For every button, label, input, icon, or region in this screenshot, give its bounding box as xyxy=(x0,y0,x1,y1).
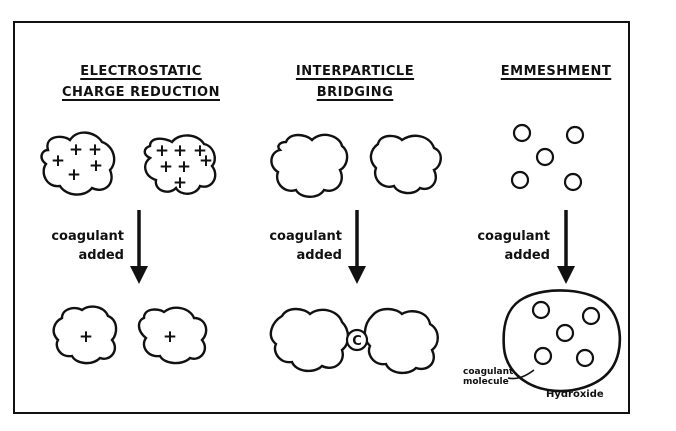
plus-charge: + xyxy=(173,141,187,161)
uncharged-particle-right xyxy=(369,134,442,195)
enmeshed-particle xyxy=(575,348,595,368)
diagram-frame xyxy=(13,21,630,414)
caption-coagulant-added-panel-3: coagulant added xyxy=(477,229,550,263)
small-particle xyxy=(535,147,555,167)
plus-charge: + xyxy=(69,140,83,160)
small-particle xyxy=(565,125,585,145)
bridged-particle-left xyxy=(269,307,350,373)
enmeshed-particle xyxy=(581,306,601,326)
bridged-particle-right xyxy=(363,307,439,375)
plus-charge: + xyxy=(51,151,65,171)
charged-particle-right xyxy=(143,134,217,195)
reduced-particle-left xyxy=(52,305,118,365)
plus-charge: + xyxy=(155,141,169,161)
arrow-head-panel-1 xyxy=(130,266,148,284)
plus-charge: + xyxy=(177,157,191,177)
molecule-pointer xyxy=(507,369,535,380)
enmeshed-particle xyxy=(533,346,553,366)
hydroxide-label: Hydroxide xyxy=(546,389,604,400)
title-electrostatic-charge-reduction: ELECTROSTATIC CHARGE REDUCTION xyxy=(62,64,220,100)
title-interparticle-bridging: INTERPARTICLE BRIDGING xyxy=(295,64,415,100)
small-particle xyxy=(512,123,532,143)
caption-coagulant-added-panel-2: coagulant added xyxy=(269,229,342,263)
caption-coagulant-added-panel-1: coagulant added xyxy=(51,229,124,263)
plus-charge: + xyxy=(173,173,187,193)
plus-charge: + xyxy=(193,141,207,161)
uncharged-particle-left xyxy=(270,133,349,198)
plus-charge: + xyxy=(79,327,93,347)
small-particle xyxy=(510,170,530,190)
arrow-head-panel-3 xyxy=(557,266,575,284)
reduced-particle-right xyxy=(137,306,208,365)
title-emmeshment: EMMESHMENT xyxy=(500,64,612,79)
plus-charge: + xyxy=(88,140,102,160)
plus-charge: + xyxy=(163,327,177,347)
enmeshed-particle xyxy=(555,323,575,343)
enmeshed-particle xyxy=(531,300,551,320)
hydroxide-floc xyxy=(502,289,622,393)
plus-charge: + xyxy=(159,157,173,177)
bridge-symbol: C xyxy=(352,334,362,349)
arrow-head-panel-2 xyxy=(348,266,366,284)
plus-charge: + xyxy=(67,165,81,185)
coagulant-bridge-circle xyxy=(345,328,369,352)
small-particle xyxy=(563,172,583,192)
positive-charges-before: ++++++++++++ xyxy=(51,140,213,193)
coagulant-molecule-label: coagulant molecule xyxy=(463,367,514,387)
charged-particle-left xyxy=(40,131,116,196)
positive-charges-after: ++ xyxy=(79,327,177,347)
plus-charge: + xyxy=(199,151,213,171)
plus-charge: + xyxy=(89,156,103,176)
